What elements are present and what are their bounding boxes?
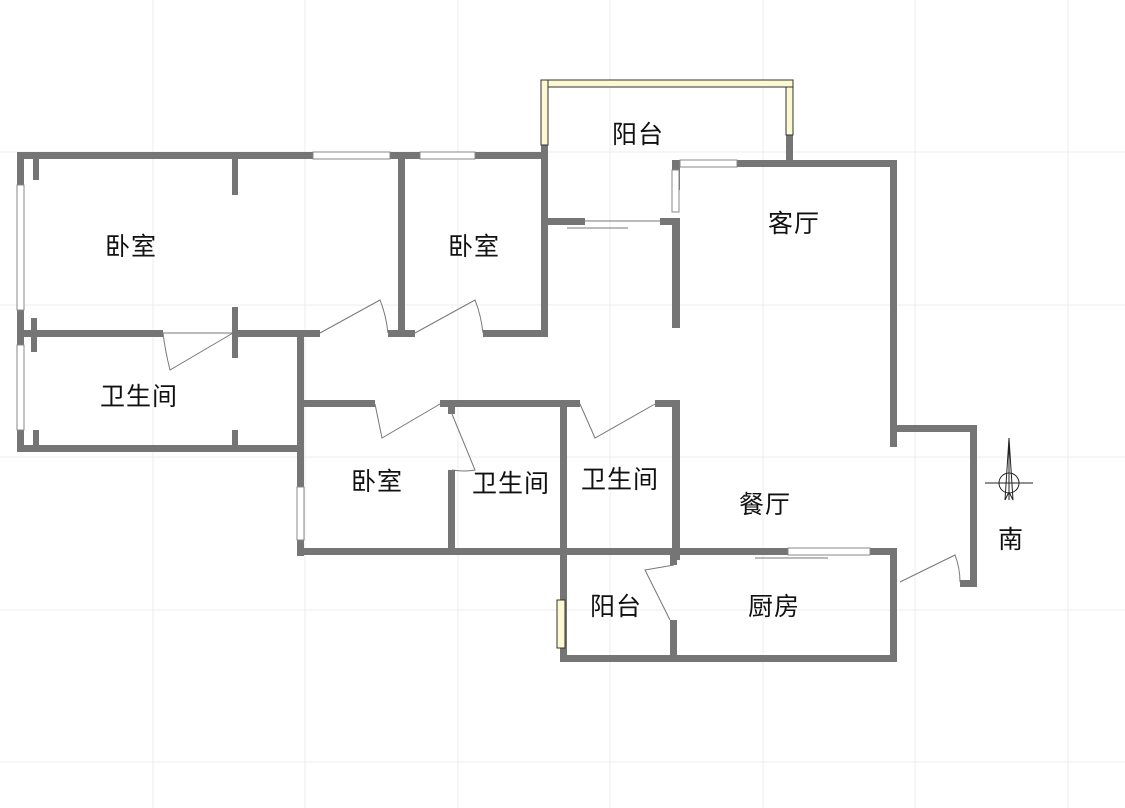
room-label-bedroom: 卧室 — [447, 232, 501, 261]
room-label-balcony: 阳台 — [589, 592, 643, 621]
room-label-balcony: 阳台 — [611, 120, 665, 149]
compass-icon — [985, 437, 1033, 501]
windows — [16, 79, 871, 649]
room-label-dining-room: 餐厅 — [738, 490, 792, 519]
room-label-bedroom: 卧室 — [104, 232, 158, 261]
room-label-living-room: 客厅 — [767, 209, 821, 238]
compass-label: 南 — [997, 525, 1025, 554]
room-label-bathroom: 卫生间 — [580, 465, 660, 494]
doors — [162, 220, 961, 621]
room-label-bathroom: 卫生间 — [471, 469, 551, 498]
room-label-bedroom: 卧室 — [350, 467, 404, 496]
room-label-bathroom: 卫生间 — [99, 382, 179, 411]
walls — [17, 135, 977, 662]
room-label-kitchen: 厨房 — [747, 592, 801, 621]
